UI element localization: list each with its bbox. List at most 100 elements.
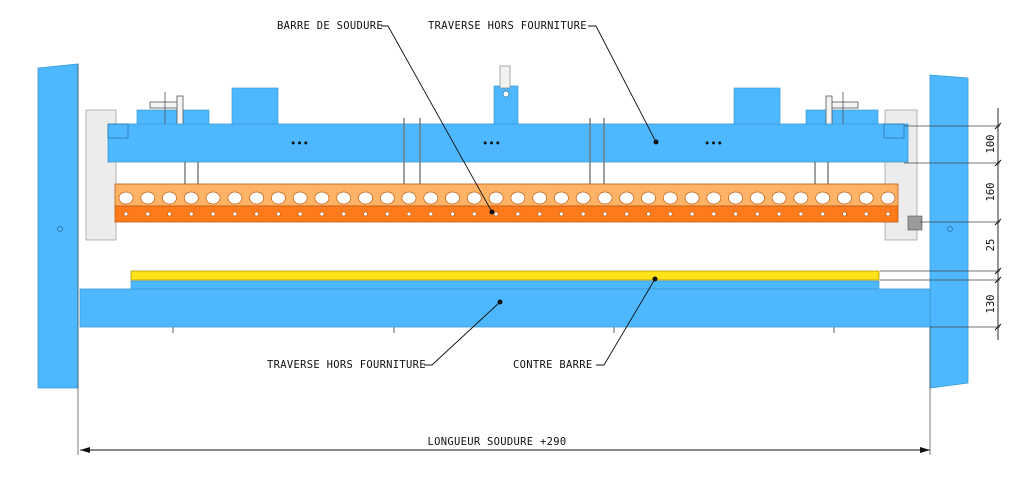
weld-pin-hole: [537, 211, 542, 217]
top-crossbar-end-right: [883, 123, 905, 139]
top-block-small-right: [805, 109, 879, 127]
weld-hole: [249, 191, 264, 205]
weld-pin-hole: [515, 211, 521, 217]
weld-hole: [662, 191, 678, 205]
weld-hole: [488, 191, 504, 205]
weld-hole: [728, 191, 743, 205]
weld-pin-hole: [254, 211, 259, 217]
weld-hole: [575, 191, 591, 205]
center-bracket-hole: [502, 90, 510, 98]
weld-pin-hole: [580, 211, 586, 217]
top-block-small-left: [136, 109, 210, 127]
weld-pin-hole: [668, 211, 673, 217]
weld-hole: [793, 191, 809, 205]
weld-pin-hole: [472, 211, 477, 217]
top-crossbar-end-left: [107, 123, 129, 139]
weld-pin-hole: [689, 211, 695, 217]
weld-hole: [162, 191, 177, 205]
weld-hole: [227, 191, 243, 205]
weld-pin-hole: [406, 211, 412, 217]
weld-hole: [619, 191, 635, 205]
weld-pin-hole: [776, 211, 782, 217]
counter-bar-leader: [596, 278, 656, 366]
weld-hole: [706, 191, 722, 205]
svg-text:•••: •••: [290, 138, 309, 150]
weld-pin-hole: [711, 211, 717, 217]
weld-hole: [641, 191, 656, 205]
weld-pin-hole: [363, 211, 368, 217]
weld-hole: [466, 191, 482, 205]
weld-hole: [880, 191, 896, 205]
weld-pin-hole: [450, 211, 455, 217]
top-block-right: [733, 87, 781, 125]
welding-bar-leader: [381, 25, 493, 213]
overall-length-label: LONGUEUR SOUDURE +290: [427, 436, 566, 448]
weld-hole: [445, 191, 460, 205]
dim-100: 100: [985, 135, 997, 154]
counter-bar-leader-dot: [652, 276, 658, 282]
weld-pin-hole: [820, 211, 825, 217]
weld-hole: [858, 191, 874, 205]
weld-pin-hole: [167, 211, 172, 217]
welding-bar-holes: [118, 191, 896, 217]
weld-pin-hole: [210, 211, 216, 217]
weld-pin-hole: [189, 211, 194, 217]
weld-pin-hole: [232, 211, 238, 217]
weld-pin-hole: [385, 211, 390, 217]
bottom-crossbar-label: TRAVERSE HORS FOURNITURE: [267, 359, 426, 371]
weld-hole: [205, 191, 221, 205]
weld-hole: [554, 191, 569, 205]
dim-160: 160: [985, 183, 997, 202]
weld-hole: [140, 191, 156, 205]
counter-bar-support: [130, 280, 880, 290]
left-upright-hole: [57, 226, 63, 232]
weld-hole: [379, 191, 395, 205]
counter-bar-label: CONTRE BARRE: [513, 359, 592, 371]
bottom-crossbar-leader: [424, 301, 501, 366]
svg-text:•••: •••: [482, 138, 501, 150]
weld-hole: [750, 191, 765, 205]
weld-pin-hole: [798, 211, 804, 217]
weld-hole: [771, 191, 787, 205]
welding-bar-leader-dot: [489, 209, 495, 215]
weld-pin-hole: [624, 211, 629, 217]
top-crossbar-leader: [588, 25, 657, 143]
weld-hole: [358, 191, 373, 205]
top-crossbar: [107, 123, 909, 163]
weld-pin-hole: [755, 211, 760, 217]
weld-pin-hole: [842, 211, 847, 217]
counter-bar: [130, 270, 880, 281]
weld-pin-hole: [319, 211, 325, 217]
weld-pin-hole: [559, 211, 564, 217]
weld-pin-hole: [602, 211, 608, 217]
weld-hole: [815, 191, 831, 205]
weld-pin-hole: [646, 211, 651, 217]
dimension-chain: [880, 108, 1002, 340]
weld-hole: [401, 191, 417, 205]
overall-length-arrow-left: [80, 447, 90, 453]
weld-hole: [597, 191, 613, 205]
weld-hole: [292, 191, 308, 205]
weld-hole: [837, 191, 852, 205]
weld-pin-hole: [341, 211, 346, 217]
weld-hole: [271, 191, 286, 205]
weld-pin-hole: [863, 211, 869, 217]
weld-pin-hole: [297, 211, 303, 217]
svg-text:•••: •••: [704, 138, 723, 150]
top-crossbar-leader-dot: [653, 139, 659, 145]
weld-pin-hole: [428, 211, 434, 217]
top-block-left: [231, 87, 279, 125]
center-rod: [499, 65, 511, 89]
weld-hole: [423, 191, 439, 205]
weld-pin-hole: [885, 211, 891, 217]
weld-hole: [510, 191, 526, 205]
weld-pin-hole: [276, 211, 281, 217]
top-crossbar-label: TRAVERSE HORS FOURNITURE: [428, 20, 587, 32]
weld-pin-hole: [493, 211, 499, 217]
right-upright-hole: [947, 226, 953, 232]
dim-25: 25: [985, 239, 997, 252]
bottom-crossbar: [79, 288, 931, 328]
weld-hole: [118, 191, 134, 205]
weld-hole: [183, 191, 199, 205]
